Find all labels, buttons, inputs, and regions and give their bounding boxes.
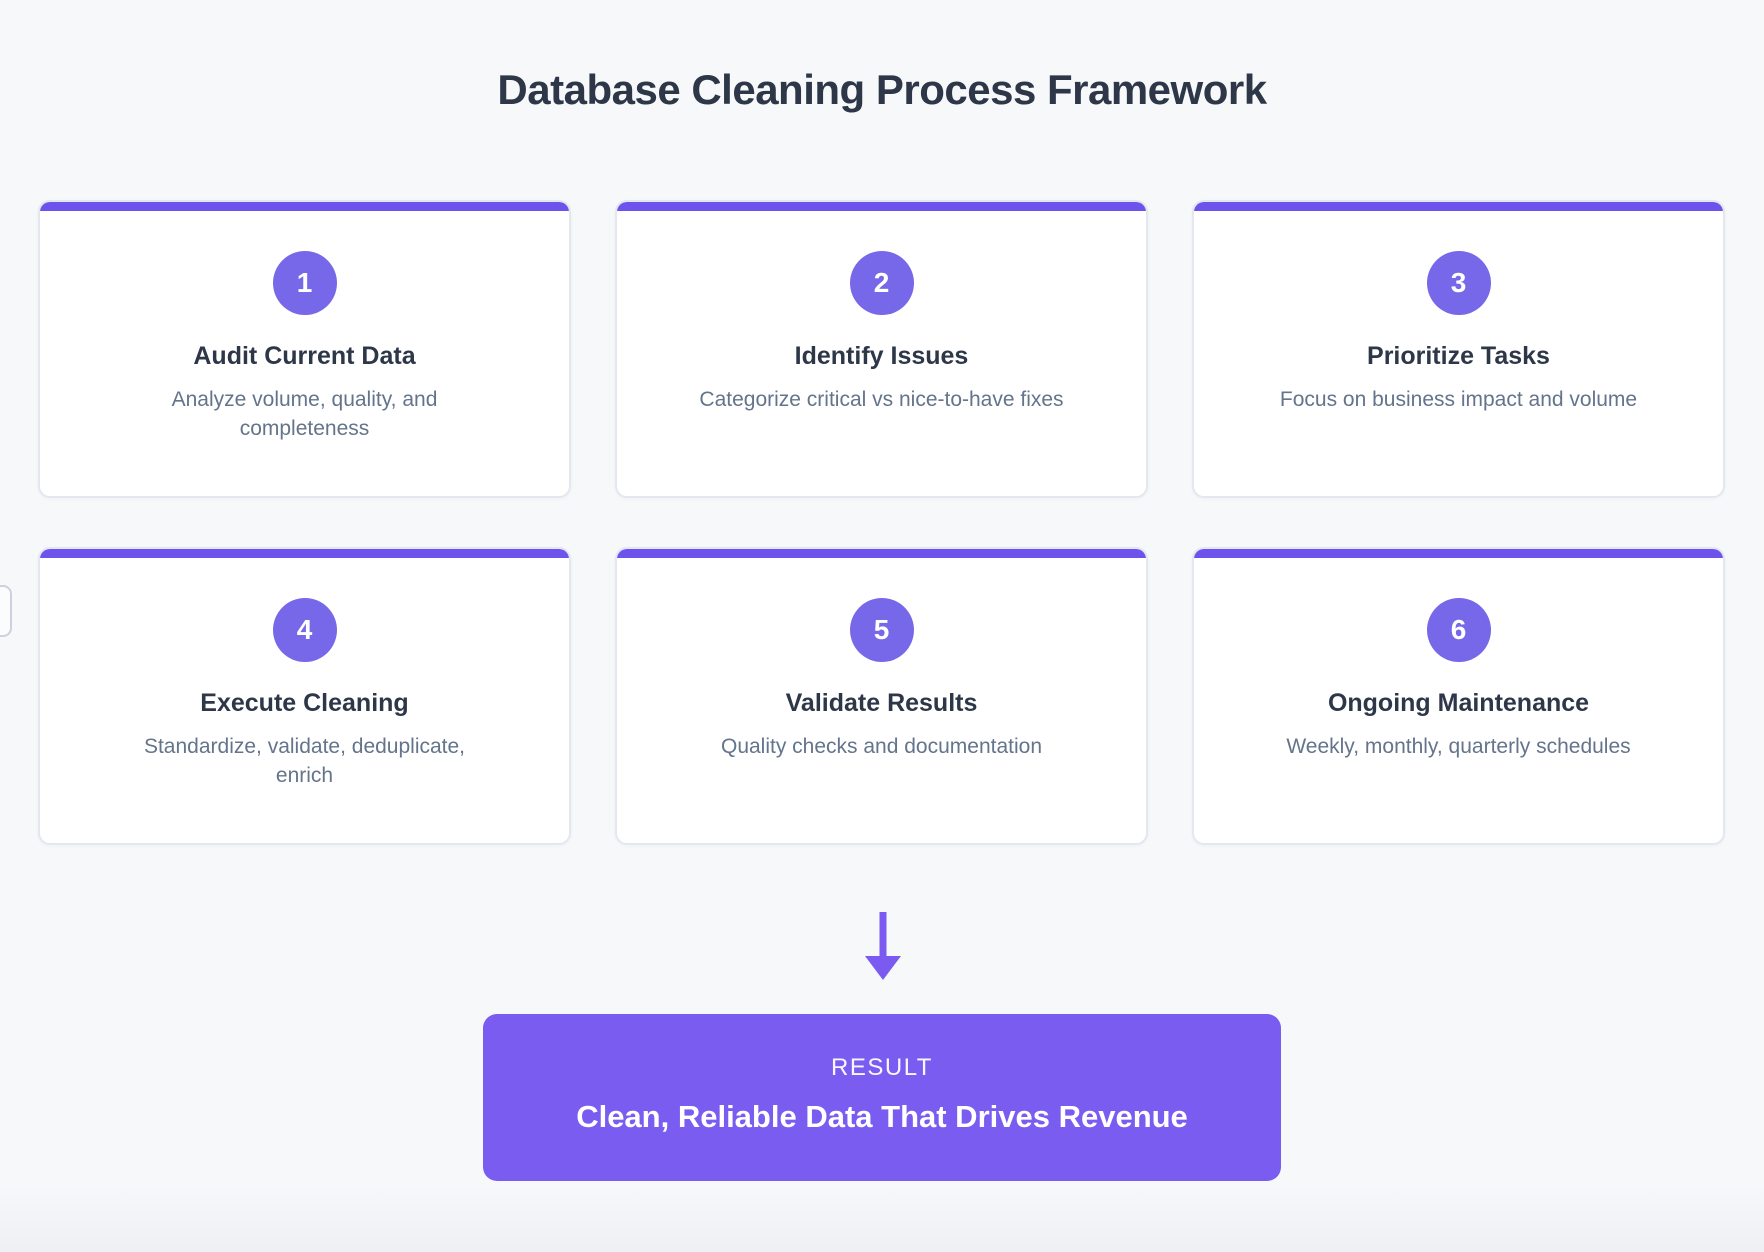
- card-accent-bar: [40, 549, 569, 559]
- step-title: Identify Issues: [794, 342, 969, 371]
- step-card-6: 6 Ongoing Maintenance Weekly, monthly, q…: [1192, 547, 1725, 846]
- bottom-fade: [0, 1182, 1764, 1252]
- step-description: Categorize critical vs nice-to-have fixe…: [699, 388, 1064, 412]
- step-number-badge: 1: [272, 251, 337, 316]
- card-accent-bar: [40, 202, 569, 212]
- steps-grid: 1 Audit Current Data Analyze volume, qua…: [38, 200, 1725, 846]
- result-banner: RESULT Clean, Reliable Data That Drives …: [483, 1014, 1281, 1182]
- step-card-2: 2 Identify Issues Categorize critical vs…: [615, 200, 1148, 499]
- card-accent-bar: [1194, 202, 1723, 212]
- step-title: Execute Cleaning: [200, 689, 409, 718]
- step-title: Validate Results: [785, 689, 978, 718]
- card-accent-bar: [617, 202, 1146, 212]
- step-description: Focus on business impact and volume: [1279, 388, 1638, 412]
- step-title: Prioritize Tasks: [1367, 342, 1550, 371]
- step-card-1: 1 Audit Current Data Analyze volume, qua…: [38, 200, 571, 499]
- step-number-badge: 2: [849, 251, 914, 316]
- result-text: Clean, Reliable Data That Drives Revenue: [576, 1099, 1188, 1135]
- step-number-badge: 3: [1426, 251, 1491, 316]
- step-description: Weekly, monthly, quarterly schedules: [1286, 735, 1631, 759]
- step-title: Ongoing Maintenance: [1327, 689, 1590, 718]
- step-card-5: 5 Validate Results Quality checks and do…: [615, 547, 1148, 846]
- edge-handle[interactable]: [0, 585, 12, 638]
- step-card-4: 4 Execute Cleaning Standardize, validate…: [38, 547, 571, 846]
- step-description: Quality checks and documentation: [720, 735, 1043, 759]
- arrow-down-icon: [865, 912, 901, 981]
- step-number-badge: 5: [849, 598, 914, 663]
- page-title: Database Cleaning Process Framework: [497, 66, 1267, 114]
- card-accent-bar: [1194, 549, 1723, 559]
- step-description: Analyze volume, quality, and completenes…: [171, 388, 438, 441]
- card-accent-bar: [617, 549, 1146, 559]
- step-title: Audit Current Data: [193, 342, 416, 371]
- step-description: Standardize, validate, deduplicate, enri…: [143, 735, 466, 788]
- result-label: RESULT: [831, 1054, 933, 1082]
- step-number-badge: 4: [272, 598, 337, 663]
- step-number-badge: 6: [1426, 598, 1491, 663]
- step-card-3: 3 Prioritize Tasks Focus on business imp…: [1192, 200, 1725, 499]
